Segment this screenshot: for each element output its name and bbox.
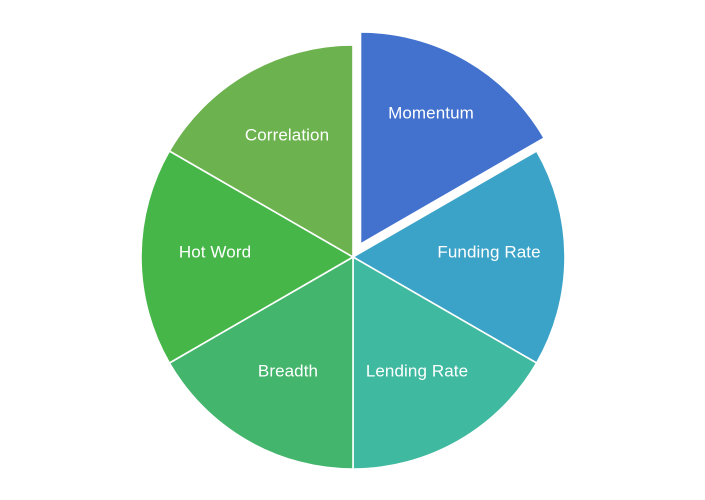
pie-slice-label-momentum: Momentum (388, 103, 474, 122)
pie-slice-momentum[interactable] (359, 31, 545, 245)
pie-slice-label-correlation: Correlation (245, 125, 329, 144)
pie-slice-label-funding-rate: Funding Rate (437, 242, 540, 261)
pie-slice-label-lending-rate: Lending Rate (366, 361, 468, 380)
pie-slice-label-breadth: Breadth (258, 361, 318, 380)
pie-slice-breadth[interactable] (168, 256, 354, 470)
pie-slices-group (140, 31, 566, 470)
pie-slice-hot-word[interactable] (140, 150, 354, 364)
pie-slice-lending-rate[interactable] (352, 256, 538, 470)
pie-slice-funding-rate[interactable] (352, 150, 566, 364)
pie-slice-label-hot-word: Hot Word (179, 242, 251, 261)
pie-slice-correlation[interactable] (168, 44, 354, 258)
